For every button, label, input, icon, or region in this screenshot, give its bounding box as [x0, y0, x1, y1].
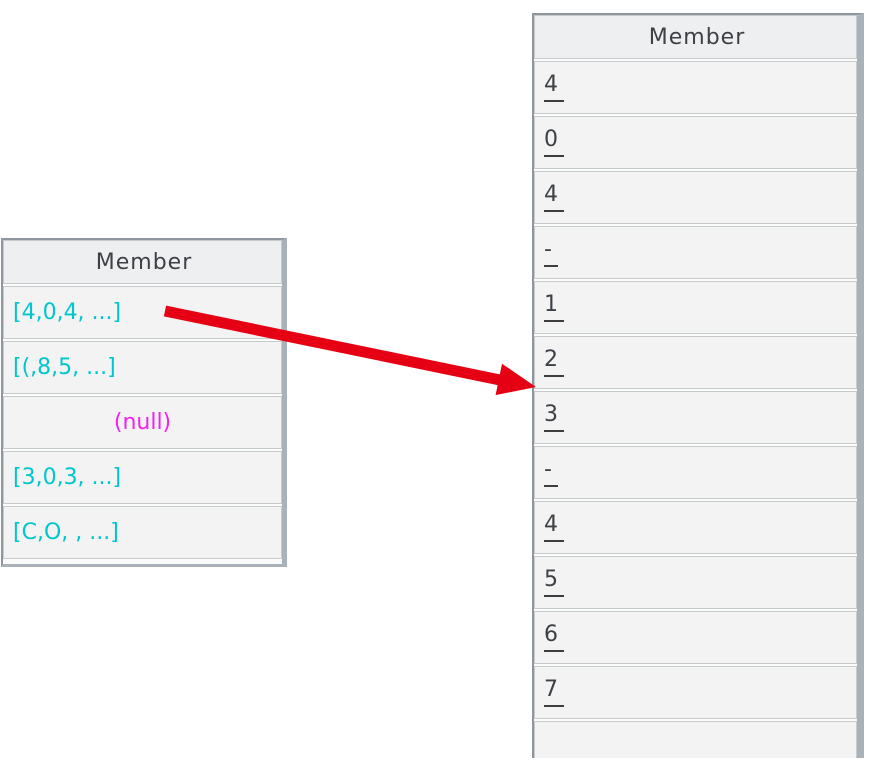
member-value-link-5[interactable]: 2 [544, 348, 564, 377]
member-value-link-11[interactable]: 7 [544, 678, 564, 707]
right-table-row-6: 3 [534, 391, 857, 444]
right-member-column-header[interactable]: Member [534, 15, 857, 59]
right-table-row-10: 6 [534, 611, 857, 664]
left-table-row-2[interactable]: (null) [3, 396, 282, 449]
member-value-link-6[interactable]: 3 [544, 403, 564, 432]
member-value-link-2[interactable]: 4 [544, 183, 564, 212]
member-value-link-3[interactable]: - [544, 238, 558, 267]
member-detail-table: Member 4 0 4 - 1 2 3 - 4 5 6 7 [532, 13, 864, 758]
right-table-row-5: 2 [534, 336, 857, 389]
right-table-row-2: 4 [534, 171, 857, 224]
member-value-link-9[interactable]: 5 [544, 568, 564, 597]
left-table-row-3[interactable]: [3,0,3, ...] [3, 451, 282, 504]
left-table-row-1[interactable]: [(,8,5, ...] [3, 341, 282, 394]
right-table-row-8: 4 [534, 501, 857, 554]
right-table-row-9: 5 [534, 556, 857, 609]
right-table-row-3: - [534, 226, 857, 279]
member-value-link-1[interactable]: 0 [544, 128, 564, 157]
member-preview-table: Member [4,0,4, ...][(,8,5, ...](null)[3,… [1, 238, 287, 567]
left-table-row-0[interactable]: [4,0,4, ...] [3, 286, 282, 339]
right-table-row-7: - [534, 446, 857, 499]
member-value-link-0[interactable]: 4 [544, 73, 564, 102]
left-table-row-4[interactable]: [C,O, , ...] [3, 506, 282, 559]
right-table-rows: 4 0 4 - 1 2 3 - 4 5 6 7 [534, 61, 857, 758]
member-value-link-7[interactable]: - [544, 458, 558, 487]
right-table-row-4: 1 [534, 281, 857, 334]
right-table-row-12 [534, 721, 857, 758]
member-value-link-4[interactable]: 1 [544, 293, 564, 322]
left-member-column-header[interactable]: Member [3, 240, 282, 284]
right-table-row-0: 4 [534, 61, 857, 114]
left-table-rows: [4,0,4, ...][(,8,5, ...](null)[3,0,3, ..… [3, 286, 282, 559]
right-table-row-1: 0 [534, 116, 857, 169]
member-value-link-10[interactable]: 6 [544, 623, 564, 652]
right-table-row-11: 7 [534, 666, 857, 719]
member-value-link-8[interactable]: 4 [544, 513, 564, 542]
